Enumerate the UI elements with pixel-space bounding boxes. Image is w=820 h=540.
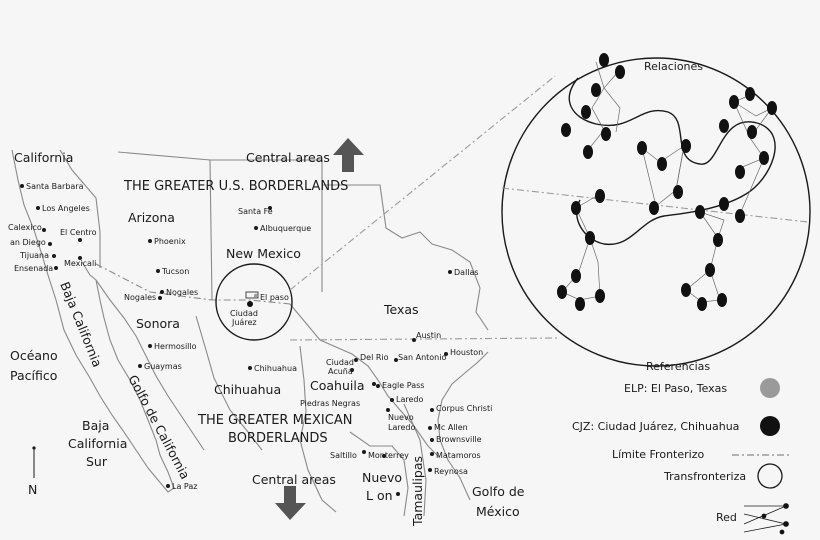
city-nogales-us: Nogales [166,288,198,297]
city-mexicali: Mexicali [64,259,96,268]
legend: Referencias ELP: El Paso, Texas CJZ: Ciu… [572,360,790,535]
legend-border-label: Límite Fronterizo [612,448,704,461]
mx-borderlands-title-2: BORDERLANDS [228,431,328,446]
state-arizona: Arizona [128,210,175,225]
city-albuquerque: Albuquerque [260,224,311,233]
us-borderlands-title: THE GREATER U.S. BORDERLANDS [123,179,348,194]
projection-line-lower [289,337,561,341]
city-mcallen: Mc Allen [434,423,468,432]
city-calexico: Calexico [8,223,42,232]
city-nogales-mx: Nogales [124,293,156,302]
city-reynosa: Reynosa [434,467,468,476]
relations-inset: Relaciones [501,53,811,367]
transborder-circle [215,263,293,341]
city-ciudad-juarez-2: Juárez [231,318,257,327]
gulf-of-mexico-1: Golfo de [472,484,525,499]
city-santa-barbara: Santa Barbara [26,182,84,191]
legend-transborder-circle [757,463,783,489]
city-ciudad-acuna-2: Acuña [328,367,353,376]
state-coahuila: Coahuila [310,378,365,393]
state-chihuahua: Chihuahua [214,382,281,397]
legend-cjz-dot [760,416,780,436]
city-piedras-negras: Piedras Negras [300,399,360,408]
projection-line-upper [289,75,556,291]
city-el-centro: El Centro [60,228,97,237]
state-sonora: Sonora [136,316,180,331]
legend-network-label: Red [716,511,737,524]
central-areas-arrows [275,138,364,520]
city-del-rio: Del Rio [360,353,389,362]
state-tamaulipas: Tamaulipas [410,456,425,527]
gulf-of-california: Golfo de California [125,372,193,481]
pacific-ocean-2: Pacífico [10,368,57,383]
city-los-angeles: Los Angeles [42,204,90,213]
up-arrow-icon [333,138,364,172]
mx-borderlands-title-1: THE GREATER MEXICAN [197,413,352,428]
central-areas-top-label: Central areas [246,150,330,165]
north-label: N [28,482,37,497]
city-chihuahua: Chihuahua [254,364,297,373]
city-tijuana: Tijuana [19,251,49,260]
legend-transborder-label: Transfronteriza [663,470,746,483]
down-arrow-icon [275,486,306,520]
central-areas-bottom-label: Central areas [252,472,336,487]
city-ensenada: Ensenada [14,264,53,273]
state-bcs-3: Sur [86,454,108,469]
city-el-paso: El paso [260,293,289,302]
state-texas: Texas [383,302,419,317]
inset-title: Relaciones [644,60,703,73]
state-nuevo-leon-1: Nuevo [362,470,402,485]
legend-elp-dot [760,378,780,398]
city-nuevo-laredo-2: Laredo [388,423,415,432]
state-nuevo-leon-2: L on [366,488,393,503]
city-laredo: Laredo [396,395,423,404]
city-brownsville: Brownsville [436,435,482,444]
legend-cjz-label: CJZ: Ciudad Juárez, Chihuahua [572,420,739,433]
legend-elp-label: ELP: El Paso, Texas [624,382,727,395]
city-ciudad-acuna-1: Ciudad [326,358,354,367]
city-guaymas: Guaymas [144,362,182,371]
city-ciudad-juarez-1: Ciudad [230,309,258,318]
city-santa-fe: Santa Fe [238,207,273,216]
city-austin: Austin [416,331,441,340]
pacific-ocean-1: Océano [10,348,58,363]
state-bcs-1: Baja [82,418,109,433]
city-monterrey: Monterrey [368,451,409,460]
city-hermosillo: Hermosillo [154,342,197,351]
city-dallas: Dallas [454,268,479,277]
legend-title: Referencias [646,360,710,373]
map-linework [11,149,489,517]
city-matamoros: Matamoros [436,451,481,460]
city-corpus-christi: Corpus Christi [436,404,492,413]
city-nuevo-laredo-1: Nuevo [388,413,414,422]
city-houston: Houston [450,348,483,357]
city-phoenix: Phoenix [154,237,186,246]
city-la-paz: La Paz [172,482,197,491]
state-california: California [14,150,73,165]
state-baja-california: Baja California [57,280,105,370]
city-saltillo: Saltillo [330,451,357,460]
city-tucson: Tucson [161,267,189,276]
gulf-of-mexico-2: México [476,504,520,519]
city-eagle-pass: Eagle Pass [382,381,424,390]
city-san-antonio: San Antonio [398,353,446,362]
city-san-diego: an Diego [10,238,46,247]
city-markers: Santa Barbara Los Angeles Calexico El Ce… [8,182,492,496]
network-icon [743,503,789,535]
state-new-mexico: New Mexico [226,246,301,261]
state-bcs-2: California [68,436,127,451]
